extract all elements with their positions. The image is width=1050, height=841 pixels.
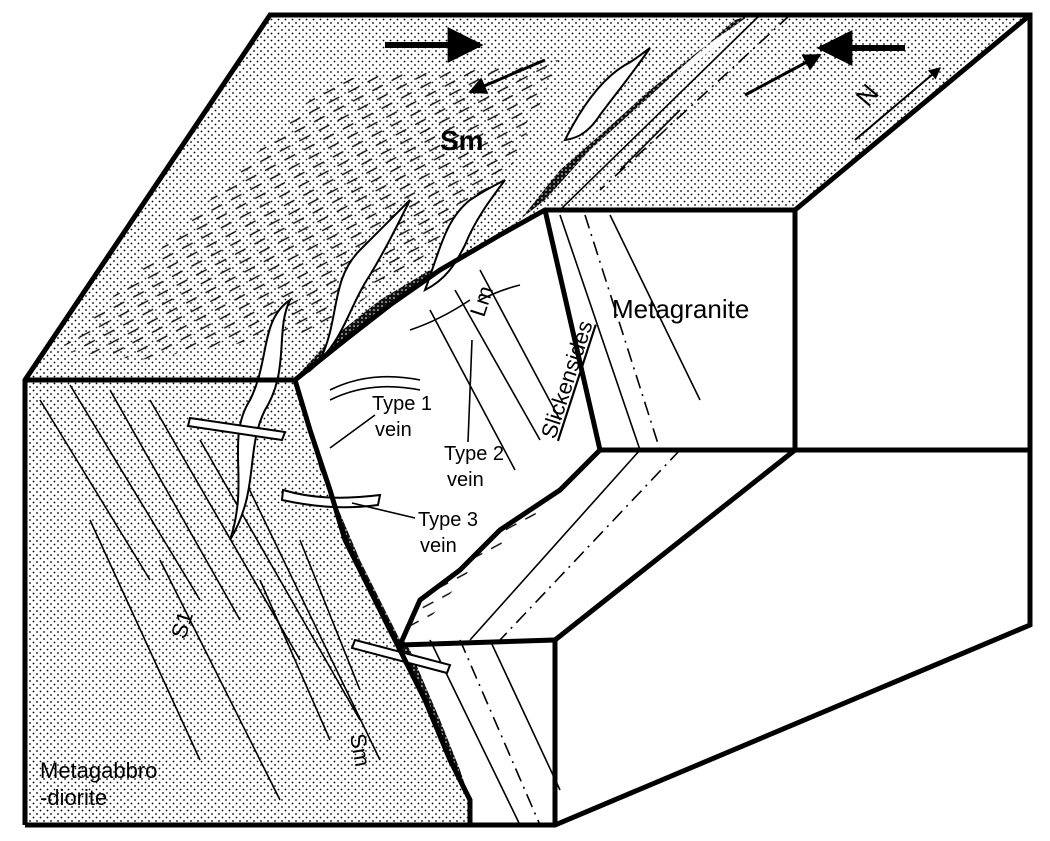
north-arrow	[854, 67, 941, 141]
slickenside-lines	[329, 269, 561, 471]
metagranite-block	[410, 14, 1030, 826]
top-face	[25, 15, 1030, 380]
label-type2-line2: vein	[447, 469, 484, 491]
pointer-type3	[351, 502, 416, 519]
labels: Sm Metagranite Lm Slickensides Type 1 ve…	[40, 78, 885, 810]
label-metagranite: Metagranite	[612, 294, 749, 324]
shear-zone-band	[295, 15, 750, 800]
label-metagabbro-line1: Metagabbro	[40, 758, 157, 783]
front-face	[25, 380, 470, 825]
label-type1-line2: vein	[375, 419, 412, 441]
arrow-shear-sinistral	[468, 58, 546, 94]
block-outline	[22, 12, 1033, 828]
label-type3-line1: Type 3	[418, 509, 478, 531]
label-pointers	[329, 339, 473, 519]
arrow-shear-dextral	[744, 53, 822, 97]
label-type3-line2: vein	[420, 535, 457, 557]
vein-sigmoid-2	[319, 199, 411, 361]
foliation-dash-zone	[60, 60, 560, 360]
shear-sense-arrows	[385, 27, 941, 141]
label-metagabbro-line2: -diorite	[40, 785, 107, 810]
label-type2-line1: Type 2	[444, 443, 504, 465]
label-type1-line1: Type 1	[372, 393, 432, 415]
vein-sigmoid-1	[229, 297, 293, 541]
vein-type1	[186, 416, 287, 442]
vein-sigmoid-4	[563, 47, 651, 142]
label-sm-front: Sm	[345, 732, 375, 769]
label-sm-top: Sm	[440, 125, 484, 156]
pointer-type2	[467, 339, 473, 443]
s1-foliation-lines	[39, 384, 381, 801]
pointer-type1	[329, 414, 376, 449]
